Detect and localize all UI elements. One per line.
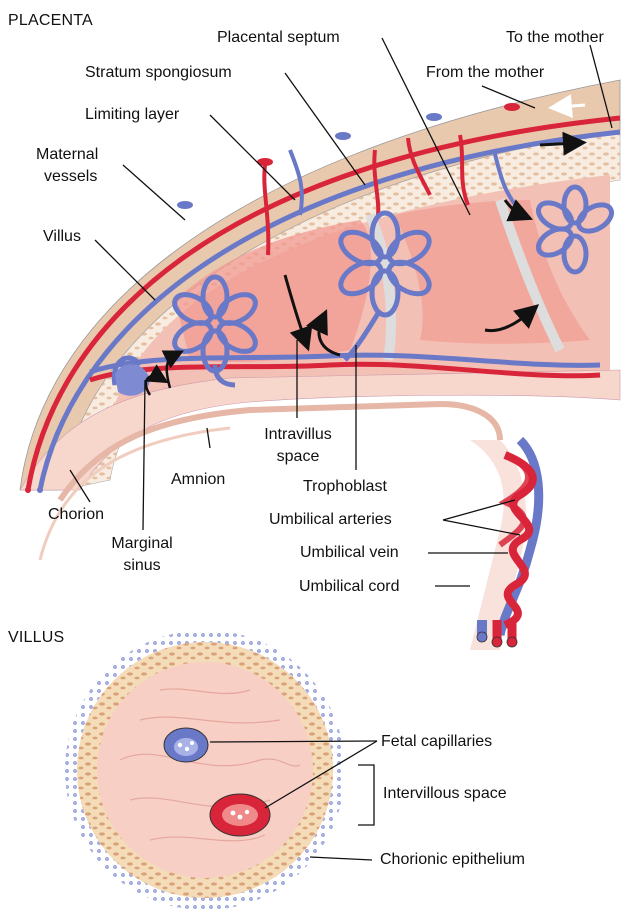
label-marginal-sinus-line2: sinus bbox=[92, 556, 192, 575]
label-maternal-vessels-line2: vessels bbox=[44, 167, 97, 186]
label-trophoblast: Trophoblast bbox=[303, 477, 387, 496]
label-intervillous-space: Intervillous space bbox=[383, 784, 507, 803]
section-title-placenta: PLACENTA bbox=[8, 12, 93, 30]
label-intravillus-space-line1: Intravillus bbox=[248, 425, 348, 444]
fetal-capillary-artery bbox=[210, 794, 270, 836]
label-umbilical-vein: Umbilical vein bbox=[300, 543, 399, 562]
label-villus: Villus bbox=[43, 227, 81, 246]
label-umbilical-arteries: Umbilical arteries bbox=[269, 510, 392, 529]
label-placental-septum: Placental septum bbox=[217, 28, 340, 47]
label-fetal-capillaries: Fetal capillaries bbox=[381, 732, 492, 751]
label-from-the-mother: From the mother bbox=[426, 63, 544, 82]
label-umbilical-cord: Umbilical cord bbox=[299, 577, 399, 596]
section-title-villus: VILLUS bbox=[8, 629, 64, 647]
label-chorion: Chorion bbox=[48, 505, 104, 524]
label-intravillus-space-line2: space bbox=[248, 447, 348, 466]
label-maternal-vessels-line1: Maternal bbox=[36, 145, 98, 164]
label-marginal-sinus-line1: Marginal bbox=[92, 534, 192, 553]
label-stratum-spongiosum: Stratum spongiosum bbox=[85, 63, 232, 82]
fetal-capillary-vein bbox=[164, 728, 208, 762]
label-limiting-layer: Limiting layer bbox=[85, 105, 179, 124]
label-to-the-mother: To the mother bbox=[506, 28, 604, 47]
label-chorionic-epithelium: Chorionic epithelium bbox=[380, 850, 525, 869]
label-amnion: Amnion bbox=[171, 470, 225, 489]
villus-cross-section bbox=[65, 630, 345, 910]
